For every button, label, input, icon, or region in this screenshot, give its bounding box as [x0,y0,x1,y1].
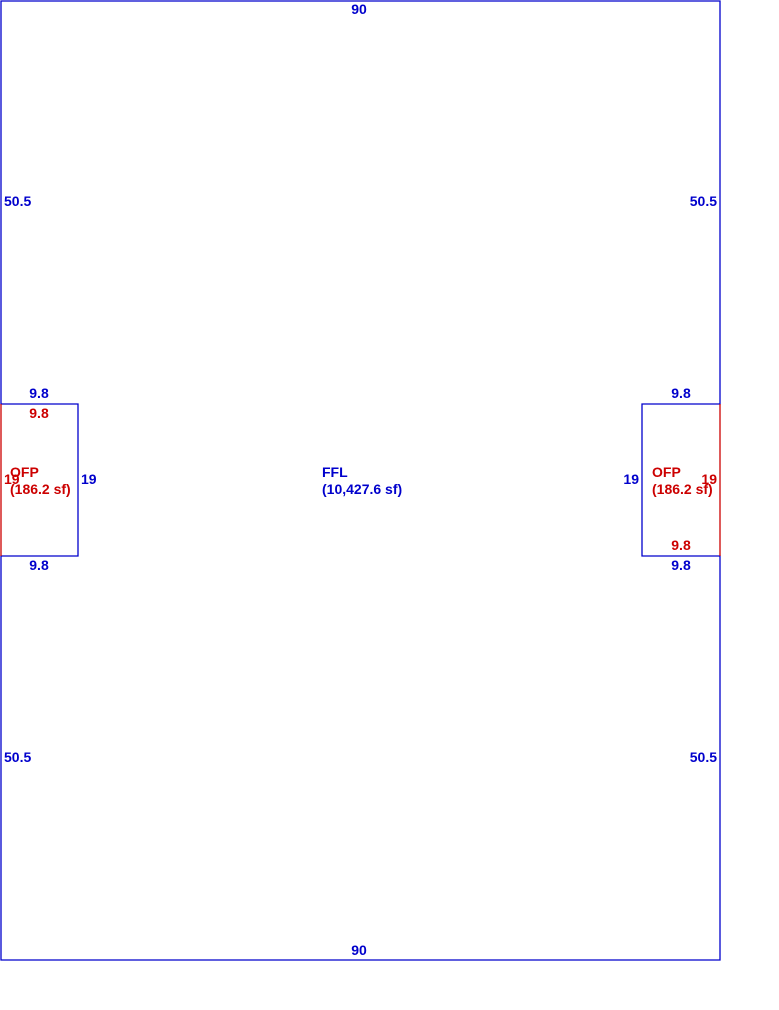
dim-right-upper: 50.5 [690,193,717,209]
main-area-code: FFL [322,464,348,480]
dim-bottom: 90 [351,942,367,958]
right-porch-size: (186.2 sf) [652,481,713,497]
right-porch-dim-side: 19 [701,471,717,487]
dim-right-notch-side: 19 [623,471,639,487]
main-area-size: (10,427.6 sf) [322,481,402,497]
right-porch-dim-bottom: 9.8 [671,537,691,553]
left-porch-code: OFP [10,464,39,480]
right-porch-code: OFP [652,464,681,480]
left-porch-dim-top: 9.8 [29,405,49,421]
dim-right-notch-bottom: 9.8 [671,557,691,573]
dim-right-lower: 50.5 [690,749,717,765]
dim-left-notch-bottom: 9.8 [29,557,49,573]
dim-left-upper: 50.5 [4,193,31,209]
dim-left-notch-side: 19 [81,471,97,487]
dim-top: 90 [351,1,367,17]
dim-left-notch-top: 9.8 [29,385,49,401]
dim-left-lower: 50.5 [4,749,31,765]
left-porch-dim-side: 19 [4,471,20,487]
left-porch-size: (186.2 sf) [10,481,71,497]
dim-right-notch-top: 9.8 [671,385,691,401]
